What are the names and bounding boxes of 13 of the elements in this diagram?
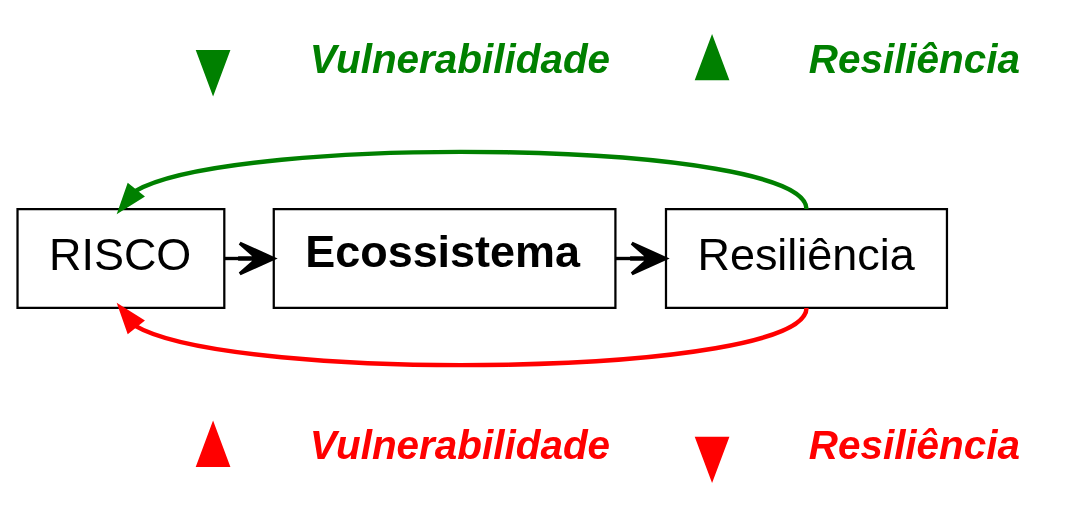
node-box: Ecossistema	[272, 207, 617, 310]
node-box: Resiliência	[664, 207, 949, 310]
node-uparrow	[694, 33, 730, 81]
node-downarrow	[694, 436, 730, 484]
node-label: Vulnerabilidade	[309, 422, 611, 469]
node-label: Vulnerabilidade	[309, 35, 611, 82]
node-label: Resiliência	[808, 422, 1021, 469]
node-uparrow	[195, 420, 231, 467]
node-box: RISCO	[16, 207, 226, 310]
arrow	[116, 302, 809, 368]
node-label: Resiliência	[808, 35, 1021, 82]
node-downarrow	[195, 50, 231, 97]
arrow	[116, 149, 809, 215]
